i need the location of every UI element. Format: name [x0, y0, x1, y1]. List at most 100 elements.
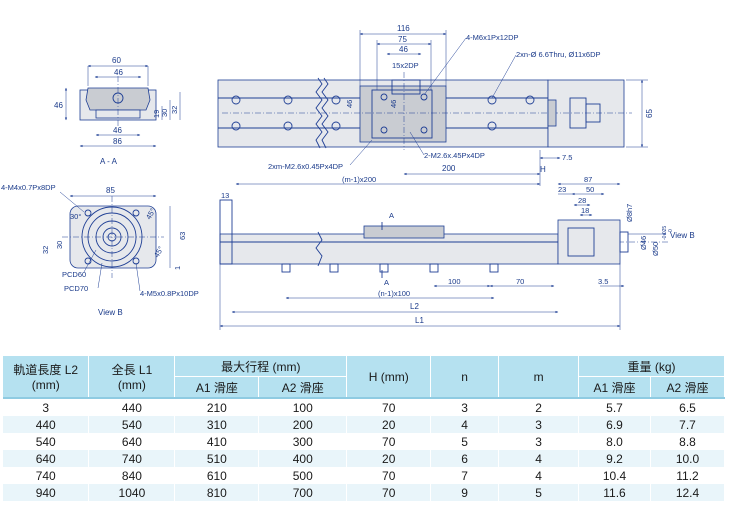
table-cell: 70 [346, 484, 432, 501]
col-m: m [498, 356, 580, 399]
dim-30-left: 30 [55, 241, 64, 249]
col-weight-a2: A2 滑座 [650, 376, 726, 399]
table-cell: 3 [498, 433, 580, 450]
dim-23: 23 [558, 185, 566, 194]
col-max-stroke: 最大行程 (mm) [174, 356, 348, 377]
dim-87: 87 [584, 175, 592, 184]
dim-65: 65 [645, 109, 654, 118]
view-b-arrow-label: View B [670, 231, 695, 240]
note-thru-holes: 2xn-Ø 6.6Thru, Ø11x6DP [516, 50, 600, 59]
dim-46-top: 46 [399, 45, 408, 54]
dim-13: 13 [221, 191, 229, 200]
note-m2.6-bottom: 2xm-M2.6x0.45Px4DP [268, 162, 343, 171]
note-m5x0.8: 4-M5x0.8Px10DP [140, 289, 199, 298]
section-a-a-view: 60 46 46 86 46 19 30 32 A - A [54, 56, 181, 166]
dim-pitch-200: (m-1)x200 [342, 175, 376, 184]
dim-32-left: 32 [41, 246, 50, 254]
dim-dia-50: Ø50 [651, 242, 660, 256]
note-m6x1: 4-M6x1Px12DP [466, 33, 519, 42]
table-cell: 510 [174, 450, 260, 467]
col-stroke-a1: A1 滑座 [174, 376, 260, 399]
dim-46: 46 [114, 68, 123, 77]
table-cell: 840 [88, 467, 176, 484]
dim-63: 63 [178, 232, 187, 240]
dim-85: 85 [106, 186, 115, 195]
table-cell: 20 [346, 450, 432, 467]
table-cell: 640 [88, 433, 176, 450]
dim-46-left: 46 [54, 101, 63, 110]
col-h: H (mm) [346, 356, 432, 399]
table-cell: 200 [258, 416, 348, 433]
table-cell: 610 [174, 467, 260, 484]
table-cell: 8.8 [650, 433, 726, 450]
dim-l2: L2 [410, 302, 419, 311]
table-cell: 4 [430, 416, 500, 433]
table-cell: 8.0 [578, 433, 651, 450]
table-cell: 100 [258, 397, 348, 416]
dim-100: 100 [448, 277, 461, 286]
note-15x2dp: 15x2DP [392, 61, 419, 70]
col-rail-length-label: 軌道長度 L2 [13, 363, 79, 377]
note-pcd70: PCD70 [64, 284, 88, 293]
table-cell: 410 [174, 433, 260, 450]
col-weight: 重量 (kg) [578, 356, 725, 377]
angle-30: 30° [70, 212, 81, 221]
table-cell: 5.7 [578, 397, 651, 416]
table-cell: 70 [346, 467, 432, 484]
table-cell: 3 [498, 416, 580, 433]
dim-dia-46: Ø46 [639, 236, 648, 250]
dim-46-vertical-inner: 46 [389, 100, 398, 108]
tolerance-lower: 0 [668, 229, 674, 232]
section-a-a-label: A - A [100, 157, 118, 166]
table-cell: 2 [498, 397, 580, 416]
label-h: H [540, 165, 546, 174]
dim-8h7: Ø8h7 [625, 204, 634, 222]
dim-70: 70 [516, 277, 524, 286]
table-cell: 640 [3, 450, 90, 467]
table-cell: 3 [3, 397, 90, 416]
dim-pitch-100: (n-1)x100 [378, 289, 410, 298]
table-cell: 7 [430, 467, 500, 484]
table-cell: 440 [3, 416, 90, 433]
dim-46-vertical: 46 [345, 100, 354, 108]
table-cell: 500 [258, 467, 348, 484]
table-cell: 1040 [88, 484, 176, 501]
view-b-title: View B [98, 308, 123, 317]
table-cell: 540 [3, 433, 90, 450]
col-total-length-unit: (mm) [117, 378, 146, 392]
dim-28: 28 [578, 196, 586, 205]
tolerance-upper: -0.025 [662, 226, 668, 240]
col-total-length: 全長 L1 (mm) [88, 356, 176, 399]
table-cell: 12.4 [650, 484, 726, 501]
table-cell: 5 [498, 484, 580, 501]
dim-60: 60 [112, 56, 121, 65]
table-cell: 5 [430, 433, 500, 450]
col-rail-length-unit: (mm) [31, 378, 60, 392]
dim-7.5: 7.5 [562, 153, 572, 162]
table-cell: 300 [258, 433, 348, 450]
table-cell: 4 [498, 467, 580, 484]
dim-116: 116 [397, 24, 410, 33]
table-cell: 10.0 [650, 450, 726, 467]
dim-75: 75 [398, 35, 407, 44]
col-rail-length: 軌道長度 L2 (mm) [3, 356, 90, 399]
top-view: 116 75 46 15x2DP 46 46 4-M6x1Px12DP 2xn-… [217, 24, 654, 186]
side-view: View B A A 13 87 23 50 28 18 Ø8h7 Ø46 Ø5… [219, 175, 695, 330]
note-m4x0.7: 4-M4x0.7Px8DP [1, 183, 56, 192]
col-weight-a1: A1 滑座 [578, 376, 651, 399]
table-cell: 70 [346, 433, 432, 450]
note-pcd60: PCD60 [62, 270, 86, 279]
section-marker-a-top: A [389, 211, 394, 220]
table-cell: 11.6 [578, 484, 651, 501]
table-cell: 20 [346, 416, 432, 433]
table-cell: 3 [430, 397, 500, 416]
dim-1: 1 [173, 266, 182, 270]
section-marker-a-bottom: A [384, 278, 389, 287]
